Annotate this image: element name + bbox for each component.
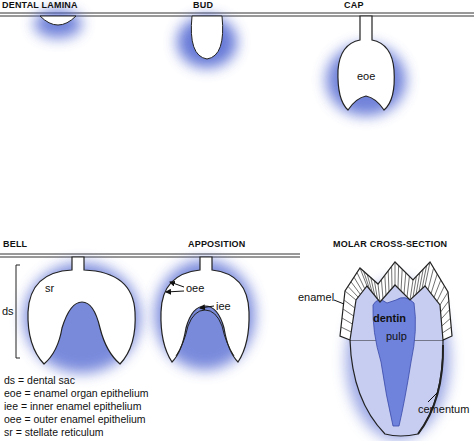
part-label: dentin xyxy=(373,312,406,324)
stage-heading: DENTAL LAMINA xyxy=(2,1,78,11)
part-label: eoe xyxy=(357,70,375,82)
enamel-stria xyxy=(388,271,390,292)
part-label: oee xyxy=(186,282,204,294)
enamel-stria xyxy=(341,327,351,332)
stage-heading: CAP xyxy=(344,1,364,11)
epithelium-line xyxy=(0,254,300,255)
inner-epithelium-line xyxy=(176,310,234,356)
stage-heading: BUD xyxy=(193,1,213,11)
enamel-shape xyxy=(340,262,452,340)
mesenchyme-halo xyxy=(177,16,237,68)
enamel-stria xyxy=(348,286,358,297)
leader-arrow xyxy=(166,291,184,292)
stage-heading: BELL xyxy=(3,240,27,250)
part-label: ds xyxy=(2,305,14,317)
pulp-shape xyxy=(373,298,416,426)
enamel-stria xyxy=(425,262,430,286)
abbreviation-note: iee = inner enamel epithelium xyxy=(4,401,141,413)
abbreviation-note: eoe = enamel organ epithelium xyxy=(4,388,148,400)
leader-arrow xyxy=(200,306,214,308)
part-label: cementum xyxy=(418,403,469,415)
dental-lamina-shape xyxy=(40,16,76,25)
enamel-stria xyxy=(395,262,396,285)
part-label: enamel xyxy=(298,291,334,303)
mesenchyme-halo xyxy=(34,10,82,38)
enamel-stria xyxy=(442,327,451,333)
part-label: sr xyxy=(45,282,54,294)
enamel-stria xyxy=(374,281,377,299)
bracket xyxy=(16,265,20,358)
enamel-stria xyxy=(428,268,434,290)
enamel-stria xyxy=(342,318,352,324)
enamel-stria xyxy=(385,275,386,295)
enamel-stria xyxy=(398,266,400,288)
enamel-stria xyxy=(345,291,356,300)
enamel-stria xyxy=(442,318,451,326)
enamel-stria xyxy=(367,274,372,292)
tooth-halo xyxy=(346,280,450,440)
leader-arrow xyxy=(170,282,184,287)
part-label: pulp xyxy=(386,330,407,342)
enamel-stria xyxy=(351,282,360,295)
epithelium-line xyxy=(0,257,300,258)
enamel-stria xyxy=(344,300,355,308)
enamel-stria xyxy=(354,277,363,291)
enamel-stria xyxy=(441,301,449,312)
enamel-stria xyxy=(391,266,392,288)
cementum-line xyxy=(418,345,443,434)
enamel-stria xyxy=(343,309,354,316)
abbreviation-note: sr = stellate reticulum xyxy=(4,427,104,439)
apposition-shape xyxy=(161,257,249,362)
enamel-stria xyxy=(407,276,409,297)
part-label: iee xyxy=(216,300,231,312)
stage-heading: MOLAR CROSS-SECTION xyxy=(333,240,447,250)
enamel-stria xyxy=(381,280,383,299)
leader-line xyxy=(334,300,344,304)
leader-line xyxy=(428,392,438,402)
enamel-stria xyxy=(410,280,413,300)
cap-shape xyxy=(338,16,394,110)
enamel-stria xyxy=(422,266,427,289)
enamel-stria xyxy=(437,286,444,301)
bell-shape xyxy=(28,257,135,364)
enamel-stria xyxy=(357,273,365,289)
enamel-stria xyxy=(360,268,367,286)
enamel-stria xyxy=(378,284,380,302)
enamel-stria xyxy=(401,269,402,291)
enamel-stria xyxy=(441,310,449,319)
bud-shape xyxy=(191,16,222,59)
abbreviation-note: oee = outer enamel epithelium xyxy=(4,414,146,426)
enamel-stria xyxy=(404,273,406,294)
enamel-striations xyxy=(341,262,451,333)
stage-heading: APPOSITION xyxy=(188,240,246,250)
abbreviation-note: ds = dental sac xyxy=(4,375,75,387)
enamel-stria xyxy=(419,269,423,291)
enamel-stria xyxy=(371,278,375,296)
